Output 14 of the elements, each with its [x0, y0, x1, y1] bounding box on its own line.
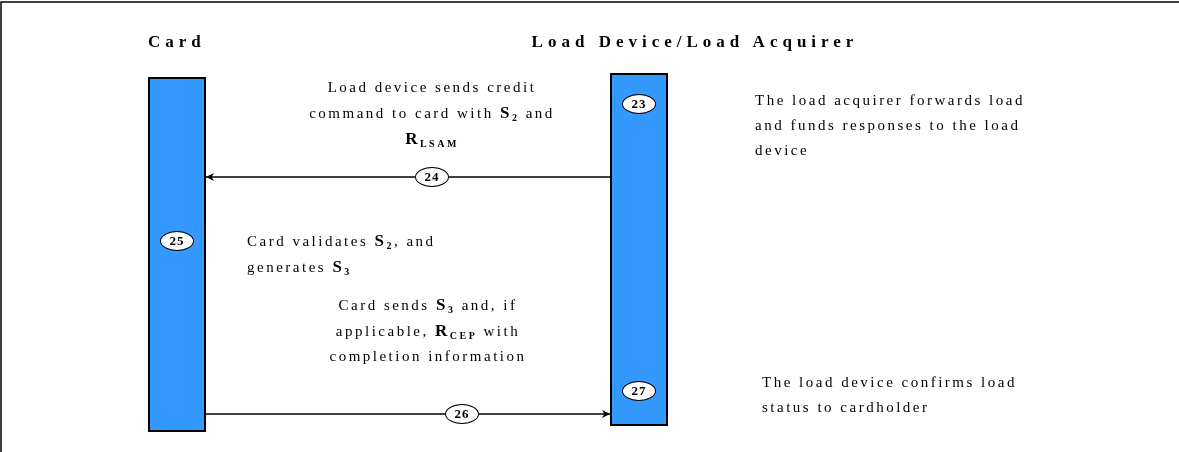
column-heading: Load Device/Load Acquirer	[530, 32, 860, 52]
step-number: 27	[622, 381, 656, 401]
message-description: The load device confirms load status to cardholder	[762, 373, 1018, 417]
column-heading: Card	[148, 32, 206, 52]
message-description: Load device sends credit command to card with S$_{2}$ and R$_{LSAM}$	[308, 78, 556, 151]
step-description: Card validates S$_{2}$, and generates S$_{3}$	[247, 230, 437, 279]
step-number: 23	[622, 94, 656, 114]
step-number: 26	[445, 404, 479, 424]
arrow	[478, 410, 611, 418]
message-description: The load acquirer forwards load and funds responses to the load device	[755, 91, 1026, 160]
step-number: 25	[160, 231, 194, 251]
message-description: Card sends S$_{3}$ and, if applicable, R$_{CEP}$ with completion information	[328, 294, 528, 366]
step-number: 24	[415, 167, 449, 187]
arrow	[205, 173, 416, 181]
